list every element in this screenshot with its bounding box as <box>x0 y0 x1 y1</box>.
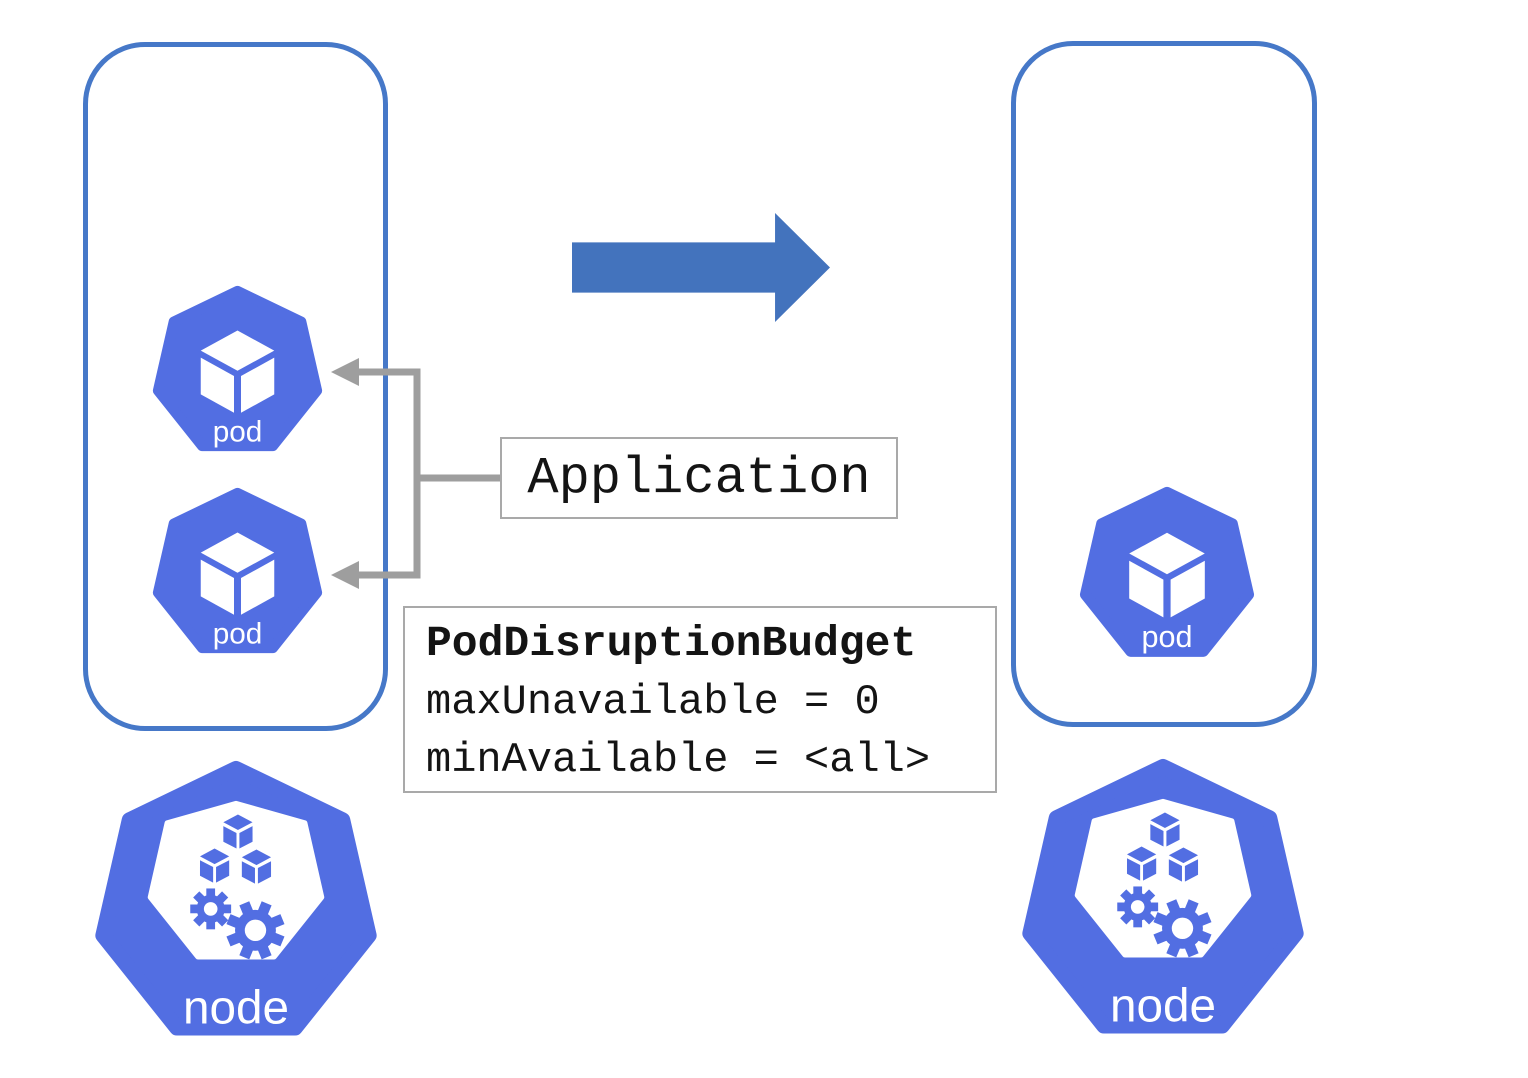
right-arrow-icon <box>572 213 830 322</box>
pdb-min-available: minAvailable = <all> <box>426 736 931 784</box>
pod-label: pod <box>1141 620 1192 654</box>
pdb-title: PodDisruptionBudget <box>426 619 917 668</box>
cube-icon <box>200 330 275 413</box>
node-icon: node <box>1022 758 1304 1034</box>
application-pods-bracket-arrows <box>331 358 502 589</box>
pod-icon: pod <box>1079 486 1255 657</box>
pod-icon: pod <box>152 285 323 452</box>
left-node-boundary <box>83 42 388 731</box>
gear-icon <box>1117 886 1159 928</box>
right-node-boundary <box>1011 41 1317 727</box>
application-box: Application <box>500 437 898 519</box>
gear-icon <box>190 888 232 930</box>
node-label: node <box>1110 980 1216 1033</box>
pod-icon: pod <box>152 487 323 654</box>
pdb-box: PodDisruptionBudget maxUnavailable = 0 m… <box>403 606 997 793</box>
cubes-and-gears-icon <box>1117 812 1212 958</box>
pdb-max-unavailable: maxUnavailable = 0 <box>426 678 880 726</box>
cube-icon <box>1129 532 1205 618</box>
node-icon: node <box>95 760 377 1036</box>
pod-label: pod <box>213 618 263 651</box>
left-arrowhead-icon <box>331 561 359 589</box>
left-arrowhead-icon <box>331 358 359 386</box>
application-label: Application <box>527 448 871 508</box>
gear-icon <box>1153 899 1212 958</box>
node-label: node <box>183 982 289 1035</box>
pod-label: pod <box>213 416 263 449</box>
gear-icon <box>226 901 285 960</box>
cube-icon <box>200 532 275 615</box>
